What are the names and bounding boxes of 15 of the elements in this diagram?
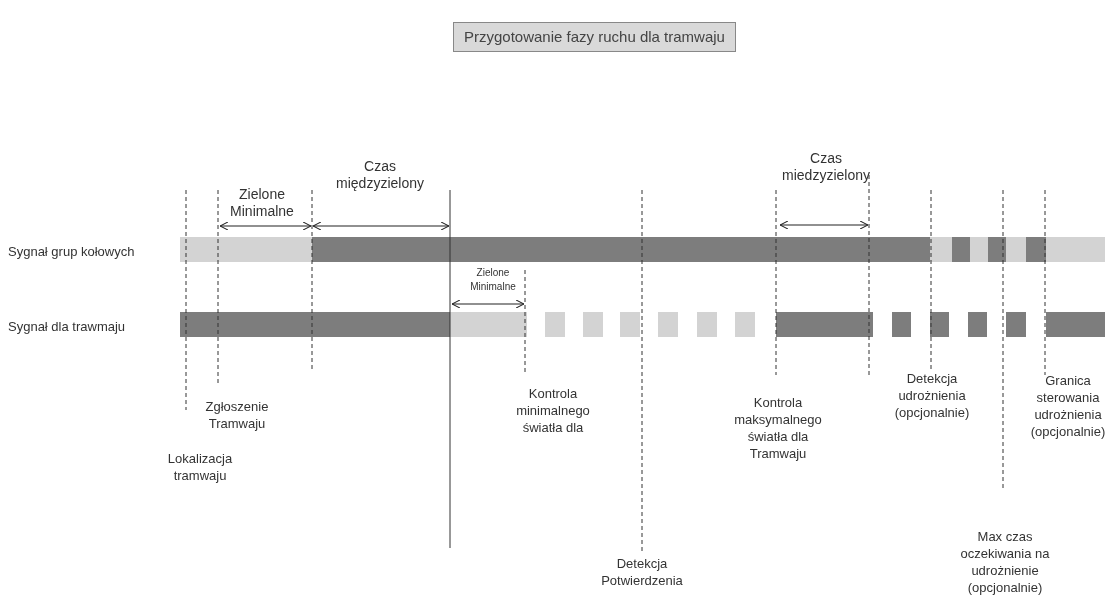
event-label: Max czas oczekiwania na udrożnienie (opcjonalnie) (959, 528, 1051, 596)
event-label: Kontrola minimalnego światła dla (515, 385, 591, 436)
signal-label: Sygnał grup kołowych (8, 243, 135, 260)
duration-label: Zielone Minimalne (469, 266, 517, 294)
event-label: Detekcja Potwierdzenia (600, 555, 684, 589)
event-label: Granica sterowania udrożnienia (opcjonalnie) (1029, 372, 1107, 440)
duration-label: Czas międzyzielony (335, 158, 425, 192)
duration-label: Czas miedzyzielony (781, 150, 871, 184)
event-label: Kontrola maksymalnego światła dla Tramwaju (733, 394, 823, 462)
title: Przygotowanie fazy ruchu dla tramwaju (453, 22, 736, 52)
duration-label: Zielone Minimalne (229, 186, 295, 220)
signal-label: Sygnał dla trawmaju (8, 318, 126, 335)
event-label: Detekcja udrożnienia (opcjonalnie) (893, 370, 971, 421)
event-label: Lokalizacja tramwaju (166, 450, 234, 484)
event-label: Zgłoszenie Tramwaju (204, 398, 270, 432)
